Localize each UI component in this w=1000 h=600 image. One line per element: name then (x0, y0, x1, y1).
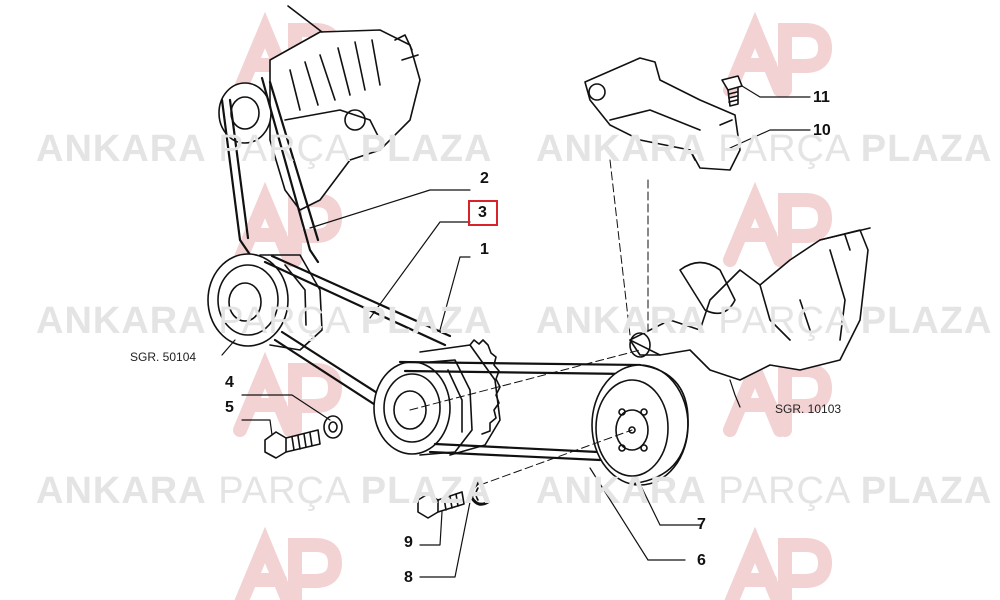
leader-lines (221, 85, 811, 578)
belt-main (263, 254, 452, 410)
callout-9[interactable]: 9 (404, 534, 413, 551)
idler-pulley-left (207, 253, 323, 351)
watermark-logo (233, 351, 343, 437)
watermark-logos (233, 11, 833, 600)
watermark-logo (234, 526, 343, 600)
watermark-logo (723, 351, 833, 437)
crankshaft (629, 227, 871, 381)
circlip (470, 480, 490, 506)
bracket-bolt (721, 75, 743, 107)
callout-6[interactable]: 6 (697, 552, 706, 569)
watermark-logo (724, 526, 833, 600)
washer (323, 415, 343, 439)
callout-11[interactable]: 11 (813, 89, 830, 106)
belt-lower (398, 360, 642, 462)
callout-5[interactable]: 5 (225, 399, 234, 416)
engine-bracket (584, 57, 741, 171)
reference-label-right: SGR. 10103 (775, 402, 842, 416)
reference-label-left: SGR. 50104 (130, 350, 197, 364)
watermark-logo (723, 181, 833, 267)
highlight-box-part-3[interactable] (468, 200, 498, 226)
watermark-logo (233, 181, 343, 267)
reference-lines (409, 159, 649, 486)
callout-10[interactable]: 10 (813, 122, 831, 139)
callout-1[interactable]: 1 (480, 241, 489, 258)
callout-3[interactable]: 3 (478, 204, 487, 221)
pulley-bolt (264, 429, 321, 459)
crankshaft-pulley (373, 339, 501, 456)
watermark-logo (723, 11, 833, 97)
callout-7[interactable]: 7 (697, 516, 706, 533)
callout-4[interactable]: 4 (225, 374, 234, 391)
alternator-pulley (218, 82, 272, 144)
water-pump-pulley (591, 364, 689, 486)
damper-bolt (417, 491, 465, 519)
alternator (269, 5, 421, 211)
callout-8[interactable]: 8 (404, 569, 413, 586)
callout-2[interactable]: 2 (480, 170, 489, 187)
